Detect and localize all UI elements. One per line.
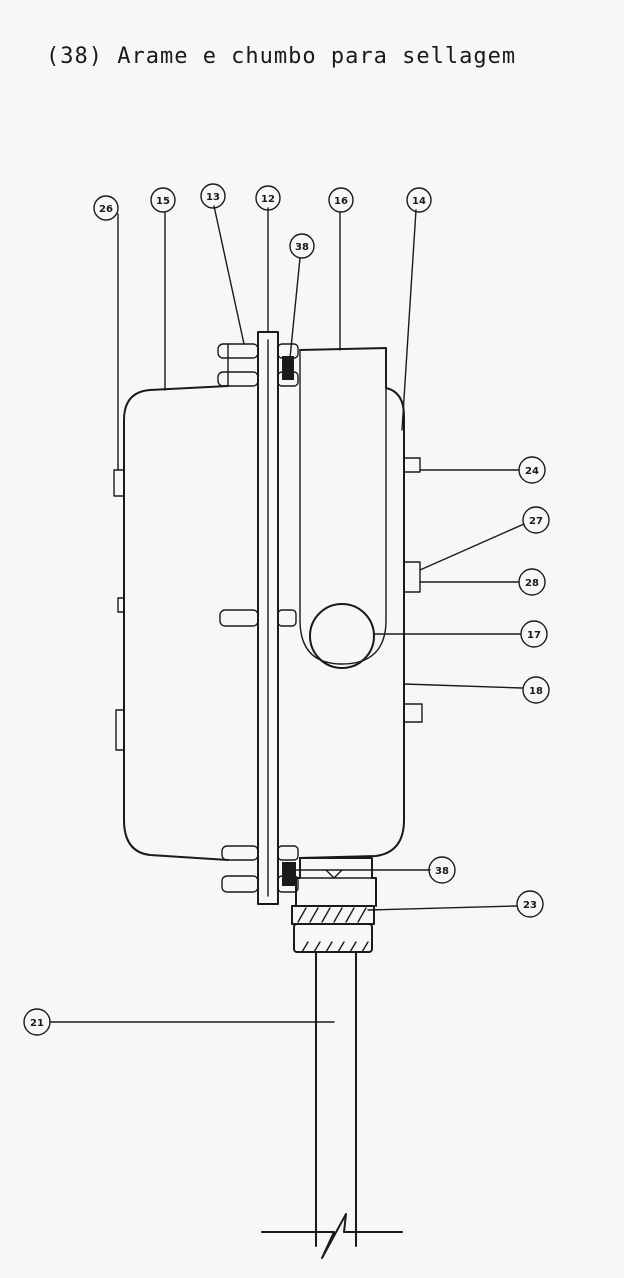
callout-14: 14 (406, 187, 432, 213)
svg-text:18: 18 (529, 686, 543, 697)
svg-text:21: 21 (30, 1018, 44, 1029)
inspection-window (309, 603, 375, 669)
callout-27: 27 (522, 506, 550, 534)
svg-text:12: 12 (261, 194, 275, 205)
conduit-21 (261, 951, 403, 1259)
callout-21: 21 (23, 1008, 51, 1036)
callout-23: 23 (516, 890, 544, 918)
gland-lower (293, 923, 373, 953)
callout-38-bottom: 38 (428, 856, 456, 884)
callout-24: 24 (518, 456, 546, 484)
callout-17: 17 (520, 620, 548, 648)
callout-28: 28 (518, 568, 546, 596)
callout-16: 16 (328, 187, 354, 213)
left-tab-low (115, 709, 125, 751)
svg-text:28: 28 (525, 578, 539, 589)
top-bolts (217, 343, 299, 387)
stud-low (403, 703, 423, 723)
svg-text:24: 24 (525, 466, 539, 477)
callout-12: 12 (255, 185, 281, 211)
callout-26: 26 (93, 195, 119, 221)
left-tab-top (113, 469, 125, 497)
figure-caption: (38) Arame e chumbo para sellagem (46, 44, 517, 69)
svg-text:15: 15 (156, 196, 170, 207)
svg-text:38: 38 (295, 242, 309, 253)
stud-28 (403, 561, 421, 593)
seal-top (282, 356, 294, 380)
neck (295, 857, 377, 907)
svg-text:27: 27 (529, 516, 543, 527)
stud-24 (403, 457, 421, 473)
left-tab-mid (117, 597, 125, 613)
svg-text:26: 26 (99, 204, 113, 215)
callout-38-top: 38 (289, 233, 315, 259)
mid-bolt-right (277, 609, 297, 627)
bottom-bolts (221, 845, 299, 893)
leader-lines (49, 205, 525, 1023)
svg-text:17: 17 (527, 630, 541, 641)
svg-text:16: 16 (334, 196, 348, 207)
svg-text:13: 13 (206, 192, 220, 203)
mid-bolt-left (219, 609, 259, 627)
right-housing (299, 347, 405, 859)
svg-text:38: 38 (435, 866, 449, 877)
svg-text:23: 23 (523, 900, 537, 911)
seal-bottom (282, 862, 296, 886)
callout-15: 15 (150, 187, 176, 213)
left-housing (123, 385, 229, 861)
inner-slot (299, 349, 387, 665)
svg-text:14: 14 (412, 196, 426, 207)
callout-18: 18 (522, 676, 550, 704)
callout-13: 13 (200, 183, 226, 209)
